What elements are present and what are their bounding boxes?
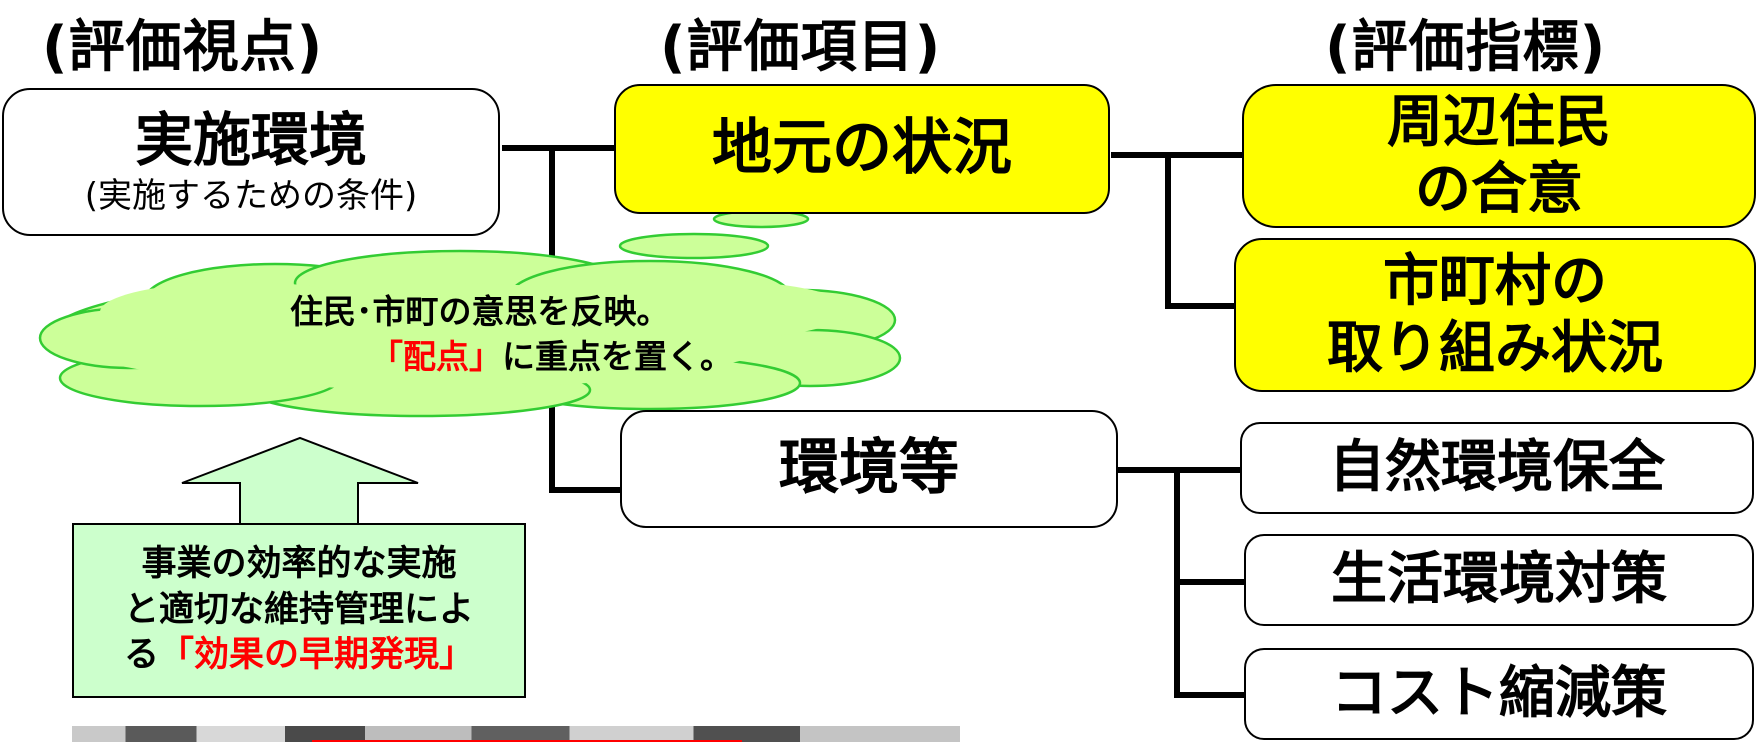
item-local-status: 地元の状況 bbox=[614, 84, 1110, 214]
indicator-nature: 自然環境保全 bbox=[1240, 422, 1754, 514]
cloud-line2-black: に重点を置く。 bbox=[502, 336, 733, 376]
indicator-municipal-line1: 市町村の bbox=[1383, 248, 1607, 314]
connector-lines bbox=[502, 145, 1244, 698]
cloud-line2-red: 「配点」 bbox=[370, 336, 502, 376]
item-local-status-label: 地元の状況 bbox=[712, 113, 1012, 184]
note-line3-black: る bbox=[123, 635, 159, 676]
cloud-text: 住民･市町の意思を反映。 「配点」に重点を置く。 bbox=[290, 290, 733, 379]
indicator-municipal: 市町村の 取り組み状況 bbox=[1234, 238, 1756, 392]
item-environment: 環境等 bbox=[620, 410, 1118, 528]
header-perspective: (評価視点) bbox=[42, 15, 324, 80]
up-arrow bbox=[181, 436, 419, 526]
indicator-cost-label: コスト縮減策 bbox=[1331, 660, 1667, 726]
indicator-living: 生活環境対策 bbox=[1244, 534, 1754, 626]
note-line1: 事業の効率的な実施 bbox=[141, 544, 457, 585]
photo-strip bbox=[72, 726, 960, 742]
effect-note-box: 事業の効率的な実施 と適切な維持管理によ る「効果の早期発現」 bbox=[72, 523, 526, 698]
note-line3-red: 「効果の早期発現」 bbox=[159, 635, 475, 676]
indicator-nature-label: 自然環境保全 bbox=[1329, 434, 1665, 500]
indicator-consensus-line1: 周辺住民 bbox=[1387, 89, 1611, 155]
item-environment-label: 環境等 bbox=[779, 433, 959, 504]
header-indicator: (評価指標) bbox=[1325, 15, 1607, 80]
indicator-consensus-line2: の合意 bbox=[1415, 157, 1583, 222]
perspective-subtitle: (実施するための条件) bbox=[84, 176, 418, 217]
indicator-living-label: 生活環境対策 bbox=[1331, 546, 1667, 612]
perspective-title: 実施環境 bbox=[134, 106, 367, 175]
note-line3: る「効果の早期発現」 bbox=[124, 633, 474, 679]
photo-red-frame bbox=[312, 740, 742, 742]
indicator-municipal-line2: 取り組み状況 bbox=[1327, 316, 1663, 381]
indicator-cost: コスト縮減策 bbox=[1244, 648, 1754, 740]
note-line2: と適切な維持管理によ bbox=[123, 589, 474, 630]
indicator-consensus: 周辺住民 の合意 bbox=[1242, 84, 1756, 228]
header-item: (評価項目) bbox=[660, 15, 942, 80]
cloud-line1: 住民･市町の意思を反映。 bbox=[290, 292, 670, 331]
cloud-line2: 「配点」に重点を置く。 bbox=[290, 335, 733, 380]
perspective-box: 実施環境 (実施するための条件) bbox=[2, 88, 500, 236]
